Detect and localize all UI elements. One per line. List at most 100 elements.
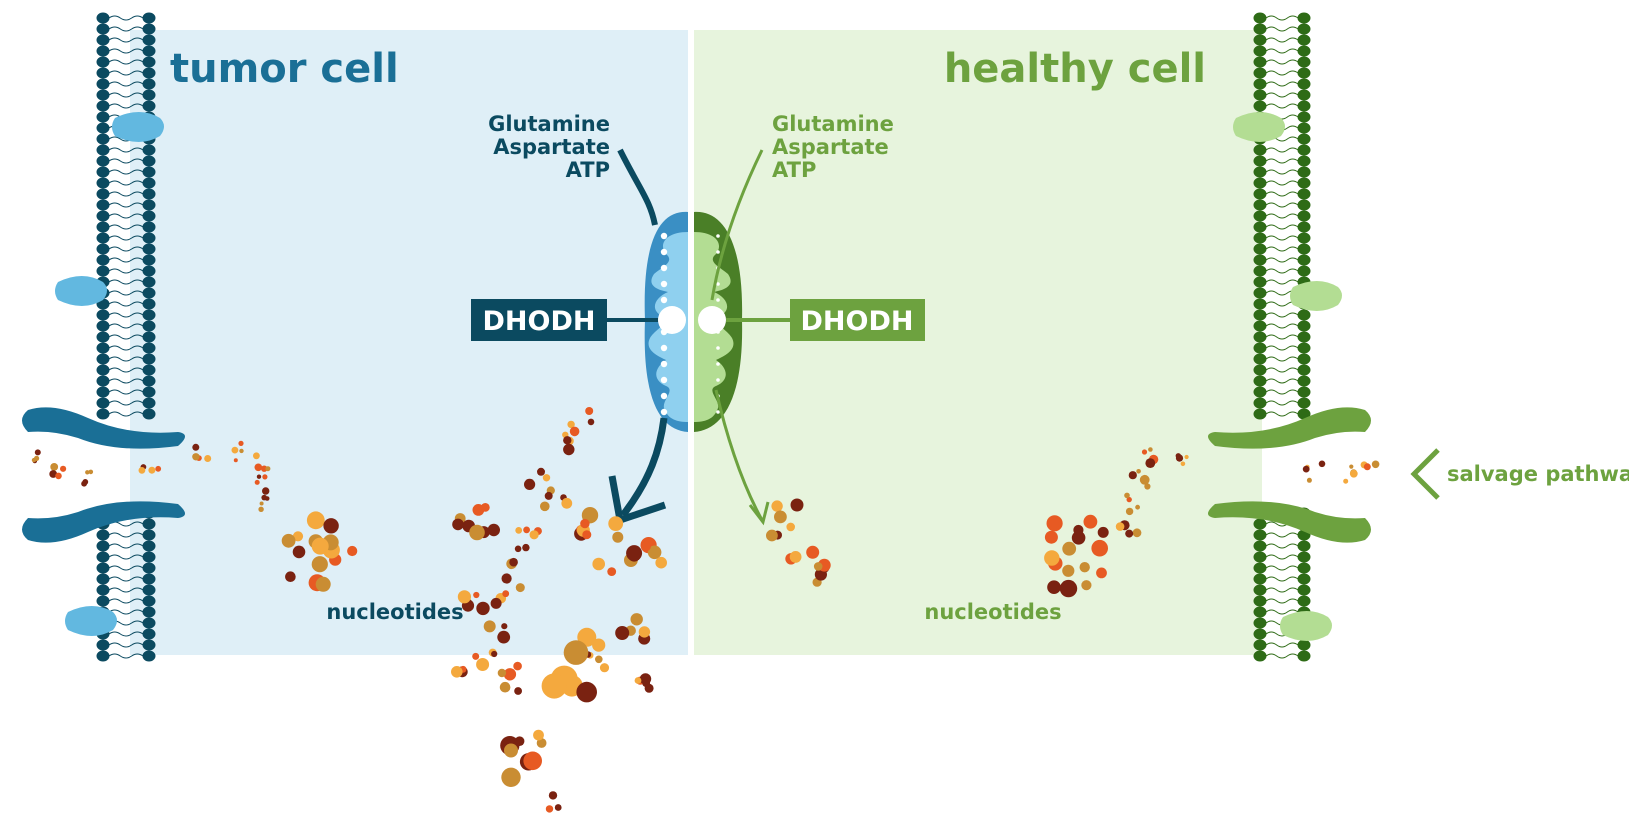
- lipid-tail: [1265, 653, 1299, 659]
- lipid-head: [1253, 56, 1267, 68]
- lipid-head: [1253, 617, 1267, 629]
- lipid-head: [142, 243, 156, 255]
- lipid-tail: [108, 356, 144, 362]
- lipid-head: [96, 375, 110, 387]
- lipid-tail: [108, 653, 144, 659]
- lipid-head: [1297, 265, 1311, 277]
- lipid-head: [142, 78, 156, 90]
- nucleotide: [608, 516, 624, 531]
- lipid-head: [1253, 562, 1267, 574]
- lipid-head: [1297, 45, 1311, 57]
- lipid-head: [1253, 628, 1267, 640]
- lipid-tail: [1265, 334, 1299, 340]
- lipid-head: [142, 177, 156, 189]
- lipid-tail: [108, 81, 144, 87]
- nucleotide: [774, 510, 787, 524]
- nucleotide: [34, 455, 40, 461]
- nucleotide: [258, 506, 264, 512]
- lipid-head: [1253, 276, 1267, 288]
- membrane-dot: [716, 410, 720, 414]
- lipid-head: [1253, 331, 1267, 343]
- nucleotide: [231, 446, 239, 454]
- lipid-head: [96, 309, 110, 321]
- lipid-head: [1297, 584, 1311, 596]
- nucleotide: [476, 601, 490, 616]
- membrane-dot: [660, 376, 668, 384]
- nucleotide: [509, 557, 518, 567]
- lipid-head: [1253, 364, 1267, 376]
- nucleotide: [311, 537, 329, 555]
- nucleotide: [285, 571, 296, 582]
- nucleotide: [545, 805, 554, 813]
- lipid-head: [1297, 573, 1311, 585]
- lipid-head: [96, 243, 110, 255]
- nucleotide: [501, 573, 512, 584]
- nucleotide: [523, 751, 542, 771]
- lipid-head: [96, 562, 110, 574]
- lipid-head: [96, 177, 110, 189]
- nucleotide: [491, 650, 498, 658]
- cell-divider: [688, 30, 694, 655]
- lipid-head: [142, 364, 156, 376]
- membrane-dot: [716, 282, 720, 286]
- lipid-tail: [108, 400, 144, 406]
- nucleotide: [1128, 471, 1137, 480]
- nucleotide: [1180, 461, 1186, 467]
- tumor-membrane-protein: [55, 112, 164, 636]
- tumor-substrate-atp: ATP: [566, 158, 610, 182]
- lipid-tail: [108, 202, 144, 208]
- lipid-head: [96, 529, 110, 541]
- nucleotide: [490, 597, 502, 609]
- healthy-dhodh-site: [698, 306, 726, 334]
- lipid-head: [96, 12, 110, 24]
- lipid-tail: [108, 147, 144, 153]
- lipid-head: [1297, 320, 1311, 332]
- membrane-dot: [716, 234, 720, 238]
- nucleotide: [790, 498, 804, 512]
- nucleotide: [155, 465, 162, 472]
- nucleotide: [561, 497, 573, 509]
- lipid-tail: [108, 103, 144, 109]
- nucleotide: [504, 743, 518, 758]
- lipid-head: [96, 650, 110, 662]
- nucleotide: [480, 503, 490, 512]
- lipid-head: [96, 331, 110, 343]
- lipid-head: [1253, 243, 1267, 255]
- healthy-membrane-protein: [1233, 112, 1342, 641]
- nucleotide: [567, 420, 575, 429]
- nucleotide: [1184, 454, 1189, 460]
- lipid-head: [142, 529, 156, 541]
- lipid-tail: [1265, 103, 1299, 109]
- lipid-head: [1253, 595, 1267, 607]
- lipid-head: [96, 111, 110, 123]
- lipid-head: [1253, 298, 1267, 310]
- nucleotide: [1175, 454, 1184, 462]
- lipid-head: [142, 595, 156, 607]
- lipid-tail: [1265, 158, 1299, 164]
- nucleotide: [1091, 539, 1108, 557]
- lipid-tail: [108, 554, 144, 560]
- nucleotide: [514, 736, 525, 746]
- lipid-head: [142, 518, 156, 530]
- lipid-head: [142, 12, 156, 24]
- lipid-head: [1253, 232, 1267, 244]
- lipid-head: [96, 386, 110, 398]
- nucleotide: [1096, 567, 1107, 579]
- lipid-head: [96, 122, 110, 134]
- nucleotide: [60, 465, 67, 472]
- nucleotide: [497, 668, 507, 678]
- lipid-tail: [1265, 411, 1299, 417]
- lipid-head: [142, 408, 156, 420]
- nucleotide: [595, 655, 603, 664]
- lipid-head: [96, 221, 110, 233]
- tumor-nucleotides-label: nucleotides: [326, 600, 463, 624]
- lipid-tail: [108, 598, 144, 604]
- nucleotide: [537, 467, 545, 476]
- lipid-head: [142, 617, 156, 629]
- lipid-head: [1297, 89, 1311, 101]
- lipid-head: [142, 375, 156, 387]
- lipid-head: [142, 650, 156, 662]
- nucleotide: [1363, 463, 1371, 471]
- nucleotide: [50, 463, 59, 471]
- lipid-tail: [1265, 224, 1299, 230]
